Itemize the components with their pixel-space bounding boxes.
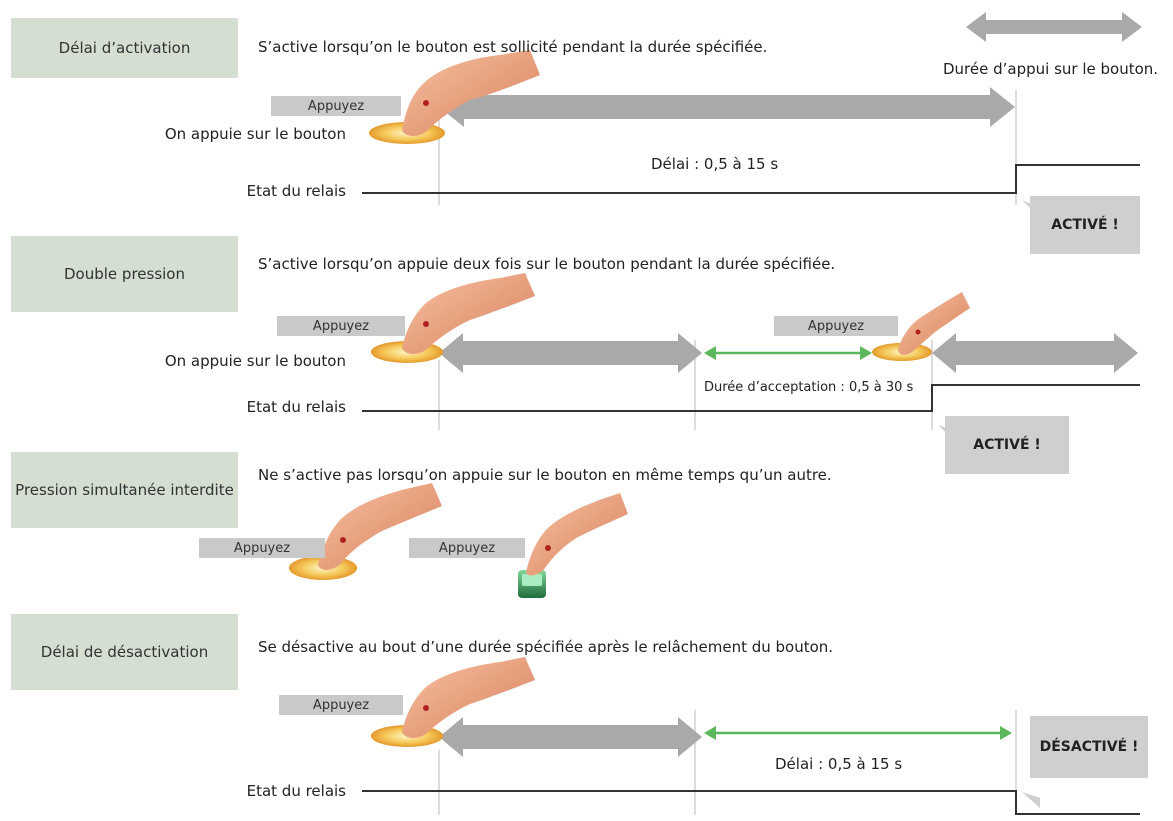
double-press-diagram bbox=[362, 273, 1140, 442]
relay-state-label: Etat du relais bbox=[246, 398, 346, 416]
tag-deactivation-delay: Délai de désactivation bbox=[11, 614, 238, 690]
tag-simultaneous-press: Pression simultanée interdite bbox=[11, 452, 238, 528]
activation-diagram bbox=[362, 50, 1140, 218]
activation-delay-range: Délai : 0,5 à 15 s bbox=[651, 155, 779, 173]
press-label: Appuyez bbox=[271, 96, 401, 116]
deactivated-callout: DÉSACTIVÉ ! bbox=[1030, 716, 1148, 778]
press-label: Appuyez bbox=[279, 695, 403, 715]
activation-description: S’active lorsqu’on le bouton est sollici… bbox=[258, 38, 768, 56]
simultaneous-description: Ne s’active pas lorsqu’on appuie sur le … bbox=[258, 466, 832, 484]
double-press-description: S’active lorsqu’on appuie deux fois sur … bbox=[258, 255, 836, 273]
tag-double-press: Double pression bbox=[11, 236, 238, 312]
button-pressed-label: On appuie sur le bouton bbox=[164, 125, 346, 143]
activated-callout: ACTIVÉ ! bbox=[1030, 196, 1140, 254]
relay-state-label: Etat du relais bbox=[246, 782, 346, 800]
deactivation-description: Se désactive au bout d’une durée spécifi… bbox=[258, 638, 834, 656]
deactivation-delay-range: Délai : 0,5 à 15 s bbox=[775, 755, 903, 773]
button-pressed-label: On appuie sur le bouton bbox=[164, 352, 346, 370]
tag-activation-delay: Délai d’activation bbox=[11, 18, 238, 78]
activated-callout: ACTIVÉ ! bbox=[945, 416, 1069, 474]
deactivation-diagram bbox=[362, 657, 1140, 815]
press-label-second: Appuyez bbox=[774, 316, 898, 336]
press-label-first: Appuyez bbox=[199, 538, 325, 558]
press-label-first: Appuyez bbox=[277, 316, 405, 336]
legend-text: Durée d’appui sur le bouton. bbox=[943, 60, 1159, 78]
relay-state-label: Etat du relais bbox=[246, 182, 346, 200]
legend-arrow bbox=[966, 12, 1142, 42]
press-label-second: Appuyez bbox=[409, 538, 525, 558]
simultaneous-diagram bbox=[289, 483, 628, 598]
acceptance-duration: Durée d’acceptation : 0,5 à 30 s bbox=[704, 380, 914, 395]
